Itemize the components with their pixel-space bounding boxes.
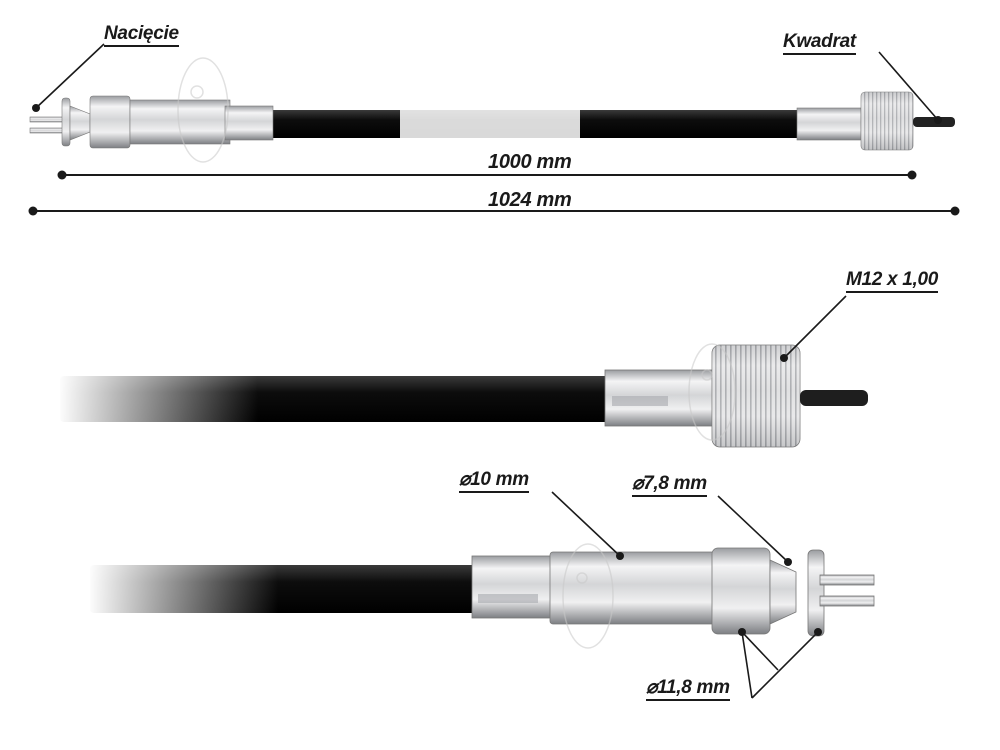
tang-end-detail <box>88 491 875 699</box>
left-ferrule <box>29 95 274 149</box>
watermark-seal-middle <box>688 343 736 441</box>
label-diameter-10: ⌀10 mm <box>459 470 529 493</box>
leader-diameter-11-8 <box>738 628 822 699</box>
label-naciecie: Nacięcie <box>104 24 179 47</box>
label-diameter-11-8: ⌀11,8 mm <box>646 678 730 701</box>
dimension-1024 <box>28 206 960 216</box>
label-length-1024: 1024 mm <box>488 189 572 211</box>
leader-diameter-10 <box>551 491 624 560</box>
threaded-end-detail <box>58 295 868 448</box>
full-cable-view <box>28 43 960 216</box>
cable-top-highlight <box>400 108 580 140</box>
label-length-1000: 1000 mm <box>488 151 572 173</box>
leader-kwadrat <box>878 51 942 124</box>
right-ferrule <box>796 91 955 151</box>
label-kwadrat: Kwadrat <box>783 32 856 55</box>
leader-diameter-7-8 <box>717 495 792 566</box>
leader-thread <box>780 295 847 362</box>
watermark-seal-top <box>177 57 229 163</box>
dimension-1000 <box>57 170 917 180</box>
watermark-seal-bottom <box>562 543 614 649</box>
label-thread: M12 x 1,00 <box>846 270 938 293</box>
label-diameter-7-8: ⌀7,8 mm <box>632 474 707 497</box>
leader-naciecie <box>32 43 105 112</box>
